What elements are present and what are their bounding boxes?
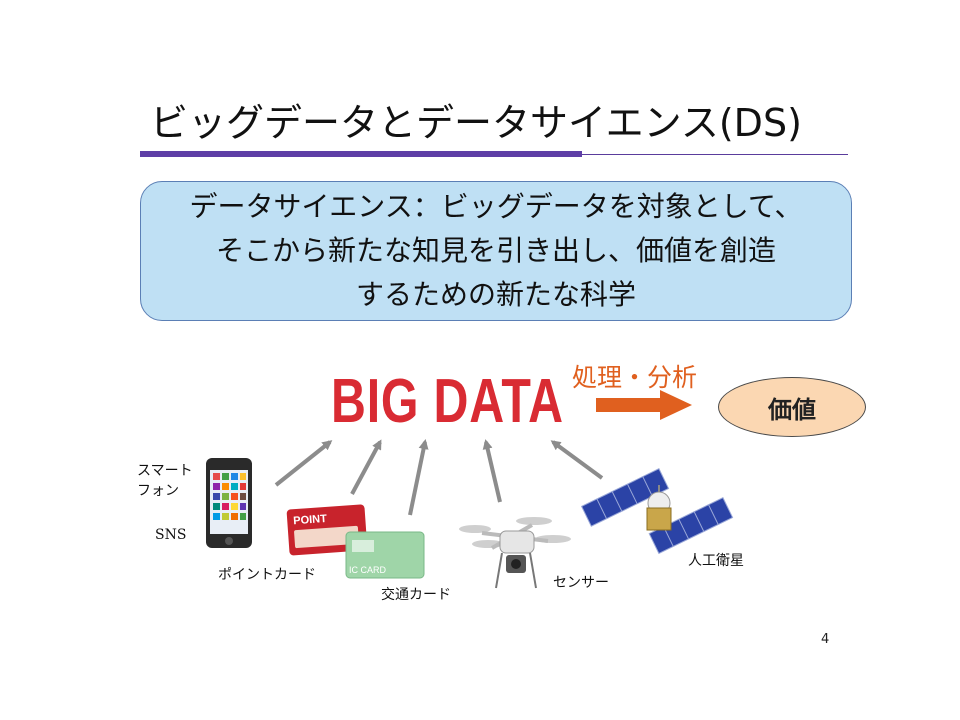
arrow-sensor-icon — [486, 442, 500, 502]
point-card-text: POINT — [293, 513, 328, 527]
arrow-pointcard-icon — [352, 442, 380, 494]
transit-card-label: 交通カード — [381, 584, 451, 604]
ic-card-icon: IC CARD — [346, 532, 424, 578]
ic-card-text: IC CARD — [349, 565, 387, 575]
arrow-transitcard-icon — [410, 442, 425, 515]
smartphone-icon — [206, 458, 252, 548]
arrow-satellite-icon — [553, 442, 602, 478]
smartphone-label-line1: スマート — [137, 460, 193, 480]
smartphone-label-line2: フォン — [137, 480, 179, 500]
point-card-label: ポイントカード — [218, 564, 316, 584]
page-number: 4 — [821, 632, 829, 647]
source-arrows — [276, 442, 602, 515]
sensor-label: センサー — [553, 572, 609, 592]
satellite-icon — [582, 469, 733, 554]
arrow-smartphone-icon — [276, 442, 330, 485]
process-arrow-icon — [596, 390, 692, 420]
sns-label: SNS — [155, 527, 186, 543]
satellite-label: 人工衛星 — [688, 550, 744, 570]
